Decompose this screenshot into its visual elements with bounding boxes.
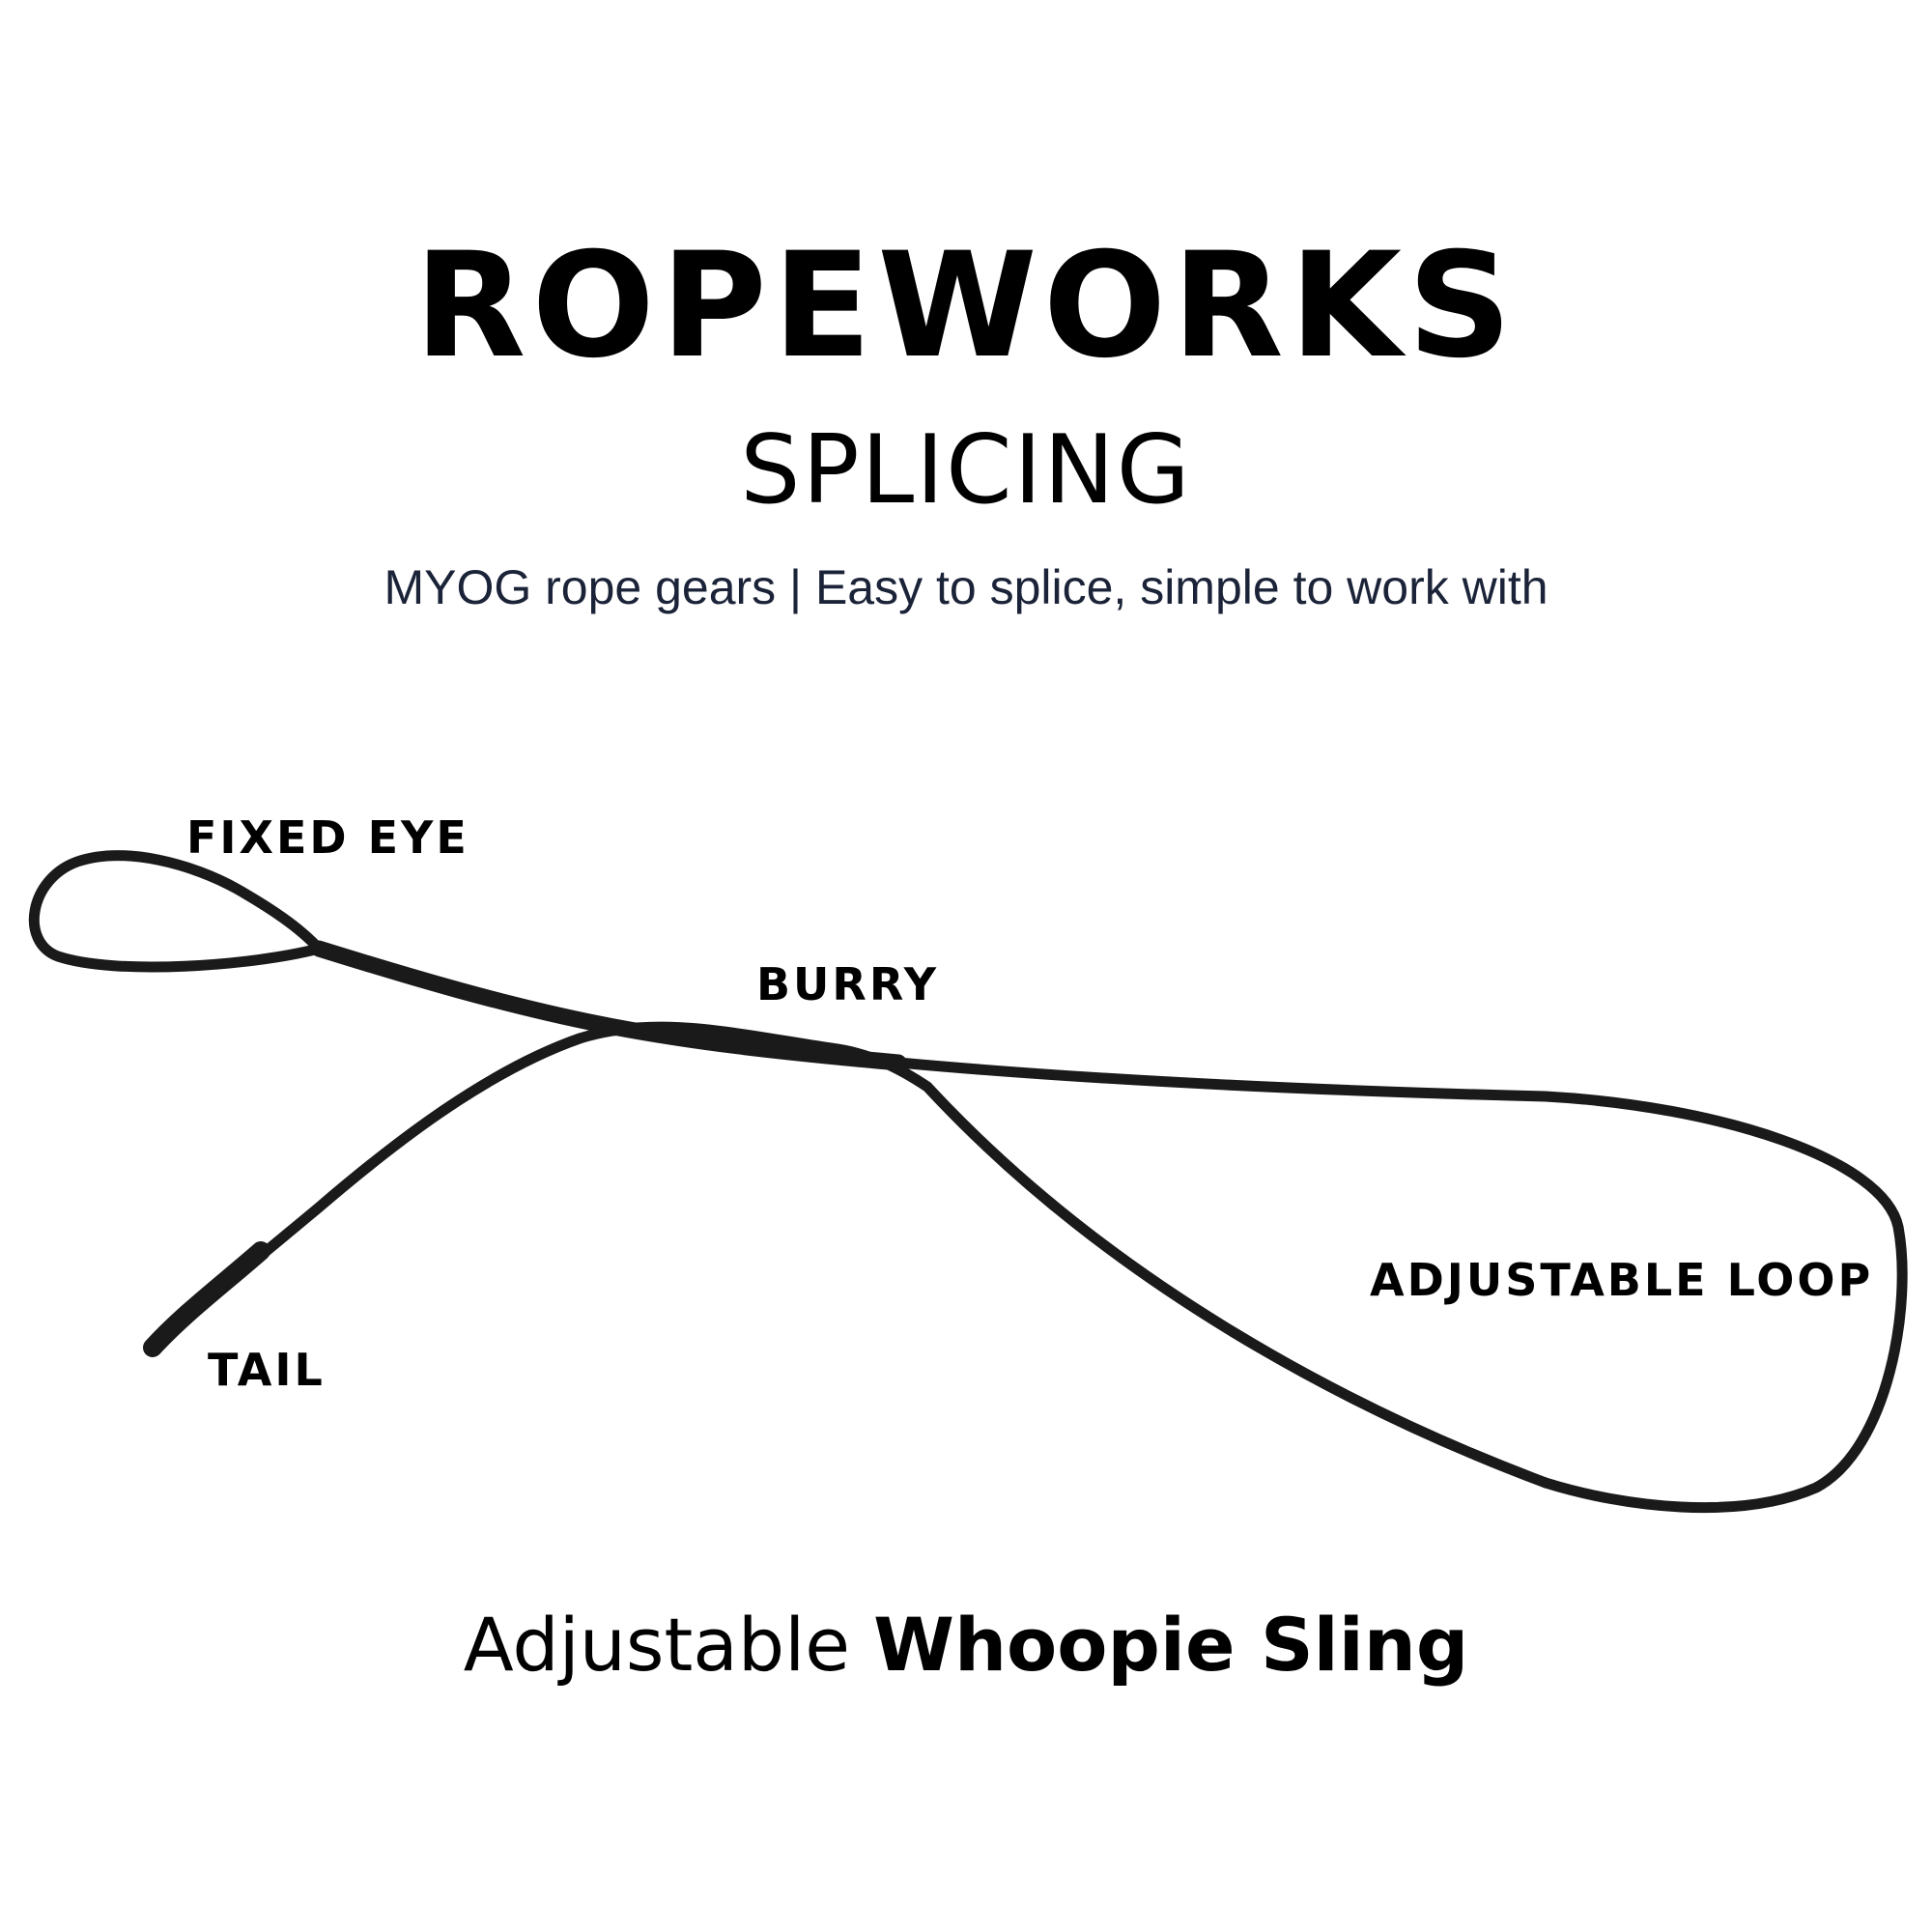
adjustable-loop-top-rope bbox=[893, 1057, 1908, 1514]
label-tail: TAIL bbox=[208, 1344, 326, 1396]
fixed-eye-rope bbox=[28, 850, 325, 973]
brand-title: ROPEWORKS bbox=[413, 222, 1519, 390]
caption-light: Adjustable bbox=[463, 1602, 850, 1688]
brand-subtitle: SPLICING bbox=[740, 415, 1192, 526]
burry-rope bbox=[310, 940, 907, 1071]
caption: Adjustable Whoopie Sling bbox=[0, 1602, 1932, 1689]
tail-end-rope bbox=[143, 1241, 270, 1357]
label-fixed-eye: FIXED EYE bbox=[186, 811, 469, 864]
tagline: MYOG rope gears | Easy to splice, simple… bbox=[384, 560, 1548, 614]
caption-bold: Whoopie Sling bbox=[873, 1602, 1469, 1688]
tail-rope bbox=[149, 1021, 837, 1353]
label-burry: BURRY bbox=[756, 958, 940, 1010]
label-adjustable-loop: ADJUSTABLE LOOP bbox=[1370, 1254, 1874, 1306]
adjustable-loop-bottom-rope bbox=[825, 1042, 1551, 1489]
